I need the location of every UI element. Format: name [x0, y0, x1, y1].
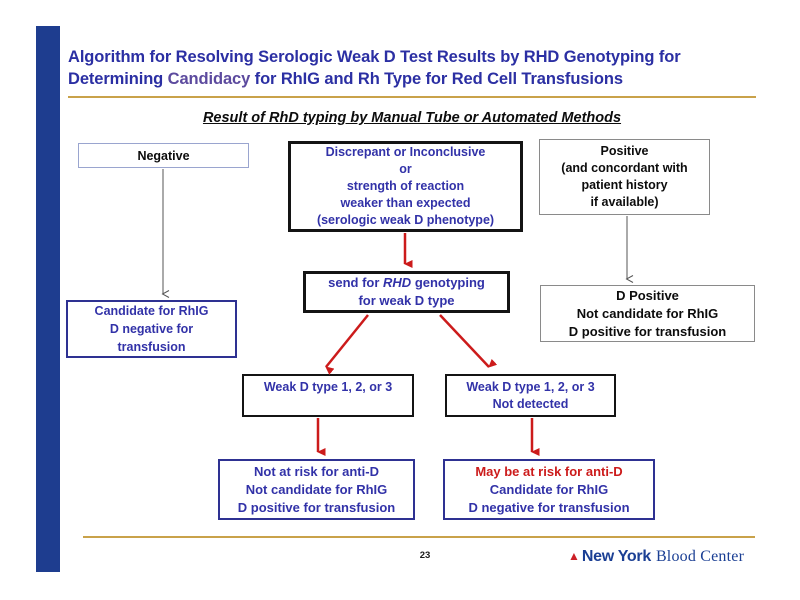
genotyping-line1: send for RHD genotyping [328, 274, 485, 292]
flow-box-weak-d-not-detected: Weak D type 1, 2, or 3 Not detected [445, 374, 616, 417]
flow-box-may-be-at-risk: May be at risk for anti-D Candidate for … [443, 459, 655, 520]
flow-box-weak-d-detected: Weak D type 1, 2, or 3 [242, 374, 414, 417]
flow-box-genotyping: send for RHD genotyping for weak D type [303, 271, 510, 313]
nybc-logo-bloodcenter: Blood Center [655, 548, 745, 565]
slide-title: Algorithm for Resolving Serologic Weak D… [68, 46, 760, 90]
may-be-at-risk-line1: May be at risk for anti-D [475, 463, 623, 479]
flow-box-d-positive: D Positive Not candidate for RhIG D posi… [540, 285, 755, 342]
discrepant-line5: (serologic weak D phenotype) [316, 213, 495, 227]
positive-line1: Positive [600, 144, 649, 158]
genotyping-line1-post: genotyping [411, 275, 485, 290]
positive-line2: (and concordant with [561, 161, 688, 175]
weak-not-detected-line2: Not detected [492, 397, 569, 411]
d-positive-line3: D positive for transfusion [568, 323, 727, 339]
candidate-line1: Candidate for RhIG [94, 304, 209, 318]
arrow-genotyping-to-weak-not-detected [439, 314, 498, 368]
slide-title-line2-pre: Determining [68, 70, 168, 88]
not-at-risk-line1: Not at risk for anti-D [254, 463, 379, 479]
flow-box-negative: Negative [78, 143, 249, 168]
may-be-at-risk-line2: Candidate for RhIG [489, 481, 609, 497]
title-underline-rule [68, 96, 756, 98]
discrepant-line2: or [399, 162, 412, 176]
positive-line4: if available) [590, 195, 659, 209]
genotyping-line1-pre: send for [328, 275, 384, 290]
flow-box-positive: Positive (and concordant with patient hi… [539, 139, 710, 215]
weak-not-detected-line1: Weak D type 1, 2, or 3 [466, 380, 595, 394]
footer-rule [83, 536, 755, 538]
weak-detected-line1: Weak D type 1, 2, or 3 [263, 380, 393, 394]
positive-line3: patient history [581, 178, 668, 192]
flow-subtitle: Result of RhD typing by Manual Tube or A… [202, 110, 622, 126]
candidate-line2: D negative for [109, 322, 194, 336]
slide-title-line2-post: for RhIG and Rh Type for Red Cell Transf… [250, 70, 623, 88]
d-positive-line2: Not candidate for RhIG [576, 305, 719, 321]
nybc-logo-newyork: New York [581, 548, 651, 565]
flow-box-negative-label: Negative [137, 148, 190, 163]
flow-box-candidate-rhig: Candidate for RhIG D negative for transf… [66, 300, 237, 358]
genotyping-gene-italic: RHD [383, 275, 412, 290]
discrepant-line4: weaker than expected [340, 196, 471, 210]
d-positive-line1: D Positive [616, 287, 679, 303]
not-at-risk-line2: Not candidate for RhIG [245, 481, 388, 497]
nybc-triangle-icon: ▲ [568, 549, 580, 563]
arrow-genotyping-to-weak-detected [325, 314, 369, 375]
page-number: 23 [419, 550, 431, 561]
may-be-at-risk-line3: D negative for transfusion [468, 499, 630, 515]
slide-accent-bar [36, 26, 60, 572]
slide-title-candidacy: Candidacy [167, 70, 251, 88]
discrepant-line3: strength of reaction [346, 179, 465, 193]
discrepant-line1: Discrepant or Inconclusive [325, 145, 486, 159]
not-at-risk-line3: D positive for transfusion [237, 499, 396, 515]
nybc-logo: ▲ New York Blood Center [568, 548, 744, 566]
genotyping-line2: for weak D type [358, 293, 455, 308]
flow-box-discrepant: Discrepant or Inconclusive or strength o… [288, 141, 523, 232]
flow-box-not-at-risk: Not at risk for anti-D Not candidate for… [218, 459, 415, 520]
slide-title-line1: Algorithm for Resolving Serologic Weak D… [68, 48, 681, 66]
candidate-line3: transfusion [117, 340, 186, 354]
